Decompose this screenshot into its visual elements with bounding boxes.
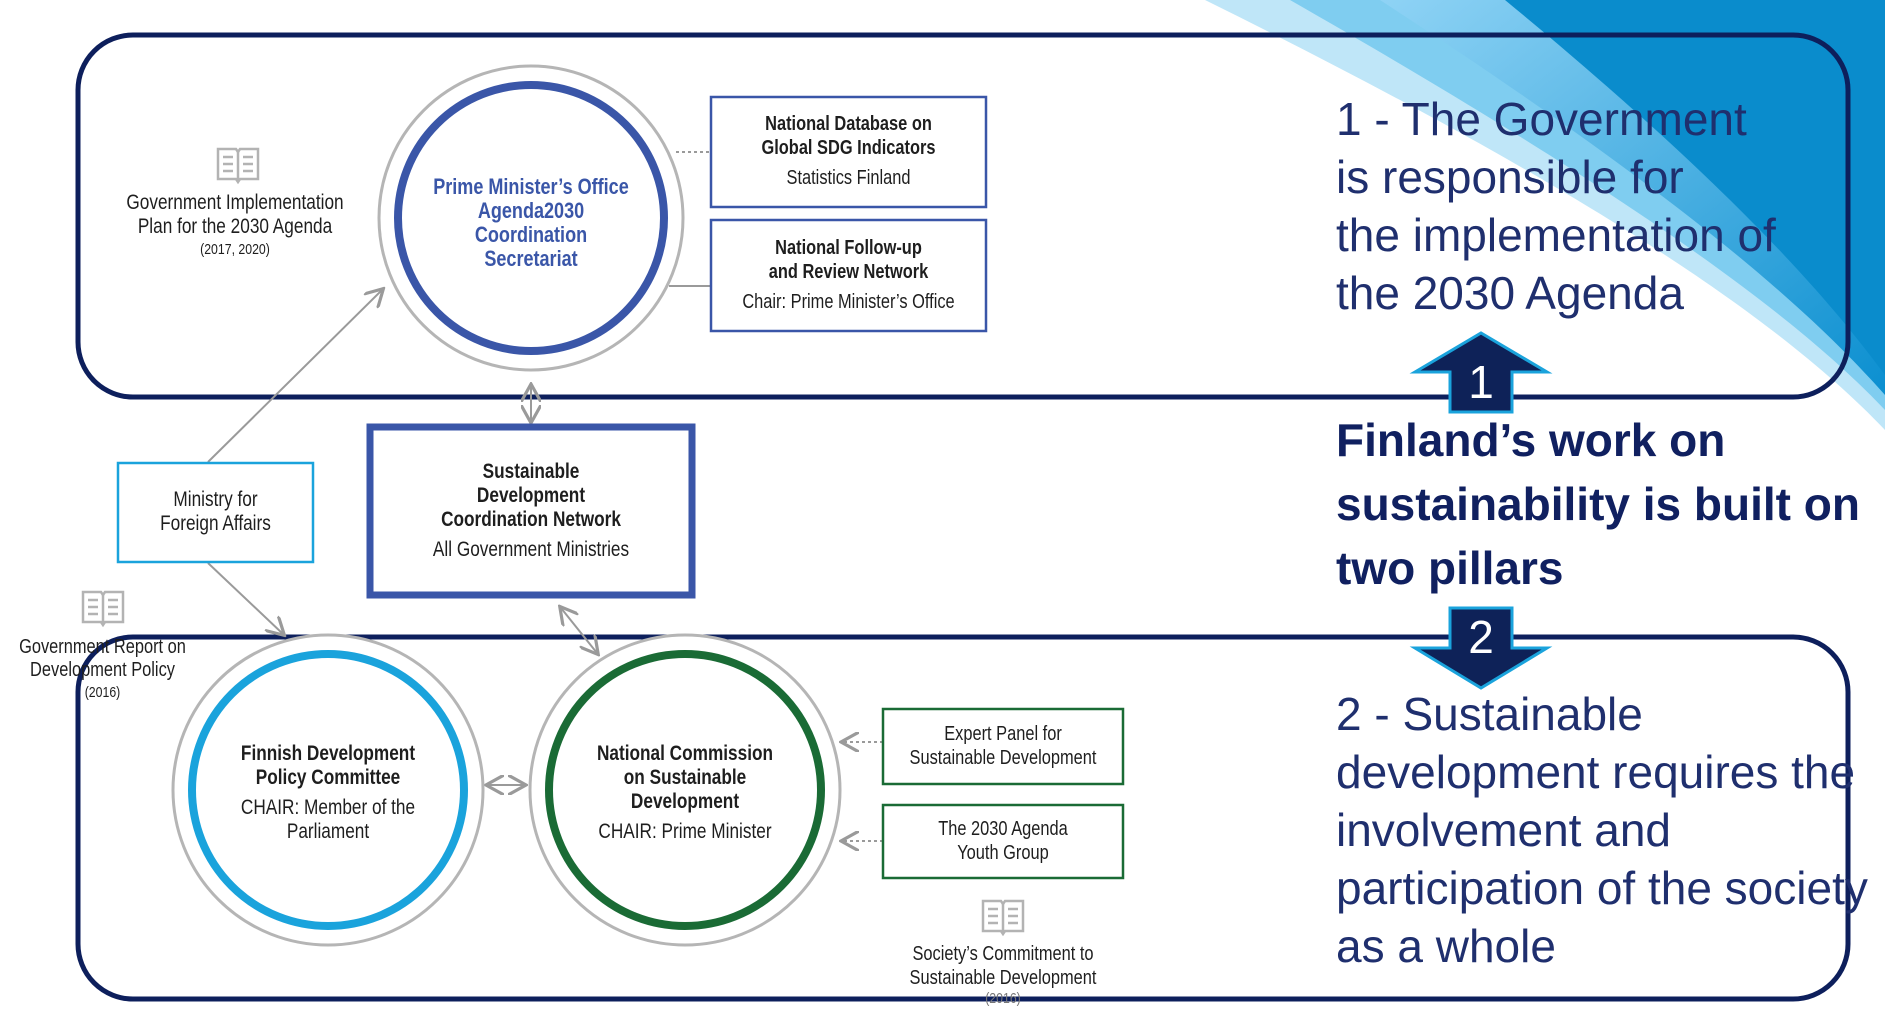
ministry-box bbox=[116, 461, 315, 564]
expert-line2: Sustainable Development bbox=[909, 747, 1097, 769]
headline-line3: two pillars bbox=[1336, 542, 1564, 594]
ministry-line2: Foreign Affairs bbox=[160, 512, 271, 535]
pillar2-line3: involvement and bbox=[1336, 804, 1671, 856]
ncsd-line3: Development bbox=[630, 790, 740, 813]
pillar2-line1: 2 - Sustainable bbox=[1336, 688, 1643, 740]
fdpc-line1: Finnish Development bbox=[240, 742, 416, 765]
gov-report-line1: Government Report on bbox=[19, 636, 186, 658]
pillar2-text: 2 - Sustainable development requires the… bbox=[1336, 685, 1868, 975]
gov-plan-line2: Plan for the 2030 Agenda bbox=[137, 215, 333, 238]
gov-report-year: (2016) bbox=[84, 684, 121, 701]
followup-line3: Chair: Prime Minister’s Office bbox=[742, 291, 955, 313]
connector-lines bbox=[207, 151, 883, 841]
sdcn-line3: Coordination Network bbox=[441, 508, 621, 531]
book-icon bbox=[981, 899, 1025, 937]
ncsd-circle bbox=[545, 650, 825, 930]
database-label: National Database on Global SDG Indicato… bbox=[736, 112, 962, 190]
pillar2-number: 2 bbox=[1468, 611, 1494, 663]
ncsd-line1: National Commission bbox=[596, 742, 774, 765]
ncsd-line2: on Sustainable bbox=[623, 766, 747, 789]
fdpc-line3: CHAIR: Member of the bbox=[240, 796, 416, 819]
pillar1-line1: 1 - The Government bbox=[1336, 93, 1747, 145]
book-icon bbox=[216, 147, 260, 185]
pillar1-text: 1 - The Government is responsible for th… bbox=[1336, 90, 1776, 322]
fdpc-label: Finnish Development Policy Committee CHA… bbox=[226, 742, 431, 844]
society-year: (2016) bbox=[985, 990, 1021, 1007]
youth-box bbox=[881, 803, 1125, 880]
society-line1: Society’s Commitment to bbox=[912, 943, 1094, 965]
sdcn-line2: Development bbox=[476, 484, 586, 507]
pm-office-circle bbox=[394, 81, 668, 355]
youth-line2: Youth Group bbox=[957, 842, 1049, 864]
pm-office-line3: Coordination bbox=[474, 222, 588, 247]
pm-office-line4: Secretariat bbox=[484, 246, 578, 271]
database-line2: Global SDG Indicators bbox=[761, 137, 936, 159]
society-line2: Sustainable Development bbox=[909, 967, 1097, 989]
youth-line1: The 2030 Agenda bbox=[938, 818, 1068, 840]
headline-line1: Finland’s work on bbox=[1336, 414, 1726, 466]
ministry-label: Ministry for Foreign Affairs bbox=[136, 488, 296, 536]
fdpc-line4: Parliament bbox=[286, 820, 370, 843]
gov-plan-line1: Government Implementation bbox=[126, 191, 344, 214]
gov-plan-label: Government Implementation Plan for the 2… bbox=[124, 191, 345, 261]
followup-box bbox=[709, 218, 988, 333]
sdcn-line4: All Government Ministries bbox=[432, 538, 630, 561]
sdcn-box bbox=[366, 423, 696, 599]
arrow-down-2 bbox=[1409, 606, 1553, 690]
followup-line1: National Follow-up bbox=[775, 237, 922, 259]
sdcn-label: Sustainable Development Coordination Net… bbox=[399, 460, 663, 562]
pillar2-line2: development requires the bbox=[1336, 746, 1856, 798]
decorative-swoosh bbox=[1205, 0, 1885, 430]
followup-line2: and Review Network bbox=[768, 261, 929, 283]
expert-line1: Expert Panel for bbox=[944, 723, 1062, 745]
pm-office-line2: Agenda2030 bbox=[477, 198, 585, 223]
arrow-up-1 bbox=[1409, 331, 1553, 414]
followup-label: National Follow-up and Review Network Ch… bbox=[736, 236, 962, 314]
database-box bbox=[709, 95, 988, 209]
pillar1-line4: the 2030 Agenda bbox=[1336, 267, 1684, 319]
fdpc-circle bbox=[188, 650, 468, 930]
pillar2-frame bbox=[75, 634, 1851, 1002]
pillar1-number: 1 bbox=[1468, 356, 1494, 408]
gov-plan-years: (2017, 2020) bbox=[200, 241, 270, 258]
expert-label: Expert Panel for Sustainable Development bbox=[905, 722, 1102, 770]
headline-line2: sustainability is built on bbox=[1336, 478, 1860, 530]
pm-office-line1: Prime Minister’s Office bbox=[433, 174, 629, 199]
gov-report-line2: Development Policy bbox=[30, 659, 175, 681]
database-line1: National Database on bbox=[765, 113, 932, 135]
gov-report-label: Government Report on Development Policy … bbox=[18, 636, 186, 704]
pillar2-line5: as a whole bbox=[1336, 920, 1556, 972]
fdpc-line2: Policy Committee bbox=[255, 766, 401, 789]
pillar1-line3: the implementation of bbox=[1336, 209, 1776, 261]
youth-label: The 2030 Agenda Youth Group bbox=[905, 817, 1102, 865]
pm-office-label: Prime Minister’s Office Agenda2030 Coord… bbox=[429, 175, 634, 271]
expert-box bbox=[881, 707, 1125, 786]
book-icon bbox=[81, 590, 125, 628]
ministry-line1: Ministry for bbox=[173, 488, 258, 511]
ncsd-label: National Commission on Sustainable Devel… bbox=[583, 742, 788, 844]
pillar2-line4: participation of the society bbox=[1336, 862, 1868, 914]
sdcn-line1: Sustainable bbox=[482, 460, 580, 483]
pillar1-line2: is responsible for bbox=[1336, 151, 1684, 203]
pillar1-frame bbox=[75, 32, 1851, 400]
headline: Finland’s work on sustainability is buil… bbox=[1336, 408, 1860, 600]
society-label: Society’s Commitment to Sustainable Deve… bbox=[896, 942, 1109, 1008]
database-line3: Statistics Finland bbox=[786, 167, 911, 189]
ncsd-line4: CHAIR: Prime Minister bbox=[598, 820, 772, 843]
